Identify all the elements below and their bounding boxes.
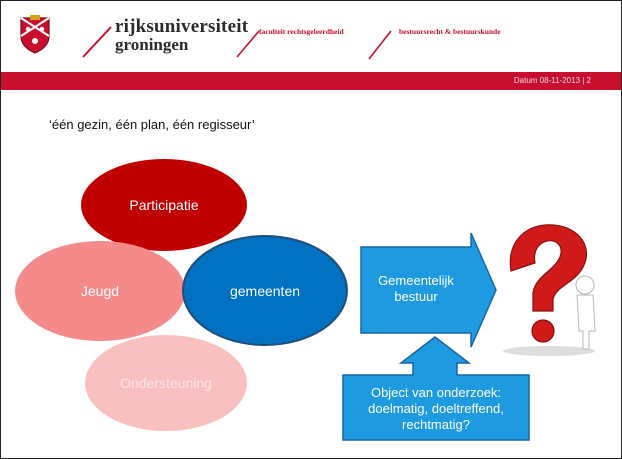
university-crest-logo bbox=[20, 15, 50, 54]
header-red-bar: Datum 08-11-2013 | 2 bbox=[1, 72, 621, 90]
ellipse-participatie-label: Participatie bbox=[129, 197, 199, 213]
ellipse-ondersteuning: Ondersteuning bbox=[85, 335, 247, 431]
arrow-label: Gemeentelijk bestuur bbox=[378, 273, 454, 304]
faculty-label: faculteit rechtsgeleerdheid bbox=[259, 27, 344, 36]
department-label: bestuursrecht & bestuurskunde bbox=[399, 27, 501, 36]
callout-label: Object van onderzoek: doelmatig, doeltre… bbox=[368, 385, 504, 432]
brand-name-line1: rijksuniversiteit bbox=[115, 16, 249, 37]
slide-quote: ‘één gezin, één plan, één regisseur’ bbox=[49, 117, 255, 132]
brand-name-line2: groningen bbox=[115, 35, 189, 54]
ellipse-jeugd: Jeugd bbox=[15, 241, 185, 341]
ellipse-ondersteuning-label: Ondersteuning bbox=[120, 375, 212, 391]
ellipse-participatie: Participatie bbox=[81, 159, 247, 251]
up-arrow-callout-shape bbox=[342, 336, 530, 441]
ellipse-jeugd-label: Jeugd bbox=[80, 283, 120, 299]
date-page-label: Datum 08-11-2013 | 2 bbox=[513, 76, 591, 85]
header-slash-divider bbox=[236, 30, 260, 58]
header-slash-divider bbox=[368, 30, 392, 60]
ellipse-gemeenten: gemeenten bbox=[182, 235, 348, 346]
header-slash-divider bbox=[82, 26, 112, 58]
right-arrow-shape bbox=[360, 232, 497, 348]
ellipse-gemeenten-label: gemeenten bbox=[229, 282, 301, 299]
question-mark-figure-icon bbox=[503, 224, 596, 356]
